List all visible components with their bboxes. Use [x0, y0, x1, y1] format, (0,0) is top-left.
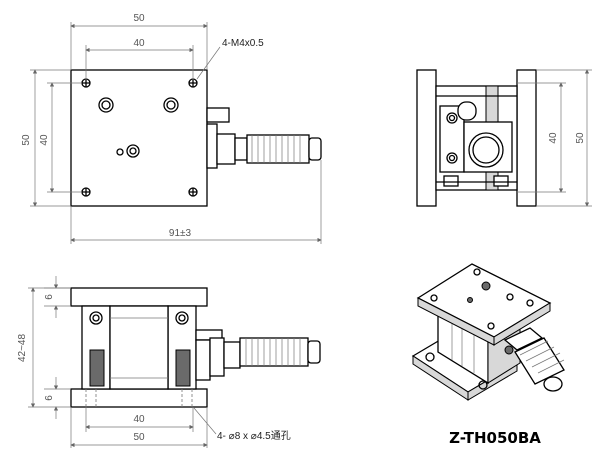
- overall-length-label: 91±3: [169, 228, 192, 239]
- thread-callout: 4-M4x0.5: [222, 38, 264, 49]
- travel-height-label: 42~48: [17, 334, 28, 363]
- isometric-view: [411, 263, 565, 401]
- side-hole-spacing-label: 40: [548, 132, 559, 144]
- top-view: 50 40 4-M4x0.5 50 40 91±3: [21, 13, 322, 244]
- top-view-mount-holes: [81, 78, 198, 197]
- top-view-micrometer: [246, 134, 322, 164]
- top-height-label: 50: [21, 134, 32, 146]
- front-view: 6 6 42~48 40 50 4- ⌀8 x ⌀4.5通孔: [17, 276, 321, 448]
- side-view: 50 40: [416, 69, 592, 207]
- base-plate-thickness-label: 6: [44, 395, 55, 401]
- model-name: Z-TH050BA: [449, 429, 541, 447]
- top-hole-spacing-y-label: 40: [39, 134, 50, 146]
- top-hole-spacing-label: 40: [133, 38, 145, 49]
- front-width-label: 50: [133, 432, 145, 443]
- counterbore-callout: 4- ⌀8 x ⌀4.5通孔: [217, 430, 291, 442]
- top-width-label: 50: [133, 13, 145, 24]
- front-view-micrometer: [239, 337, 321, 367]
- isometric-micrometer: [503, 327, 565, 392]
- top-plate-thickness-label: 6: [44, 294, 55, 300]
- side-height-label: 50: [575, 132, 586, 144]
- front-hole-spacing-label: 40: [133, 414, 145, 425]
